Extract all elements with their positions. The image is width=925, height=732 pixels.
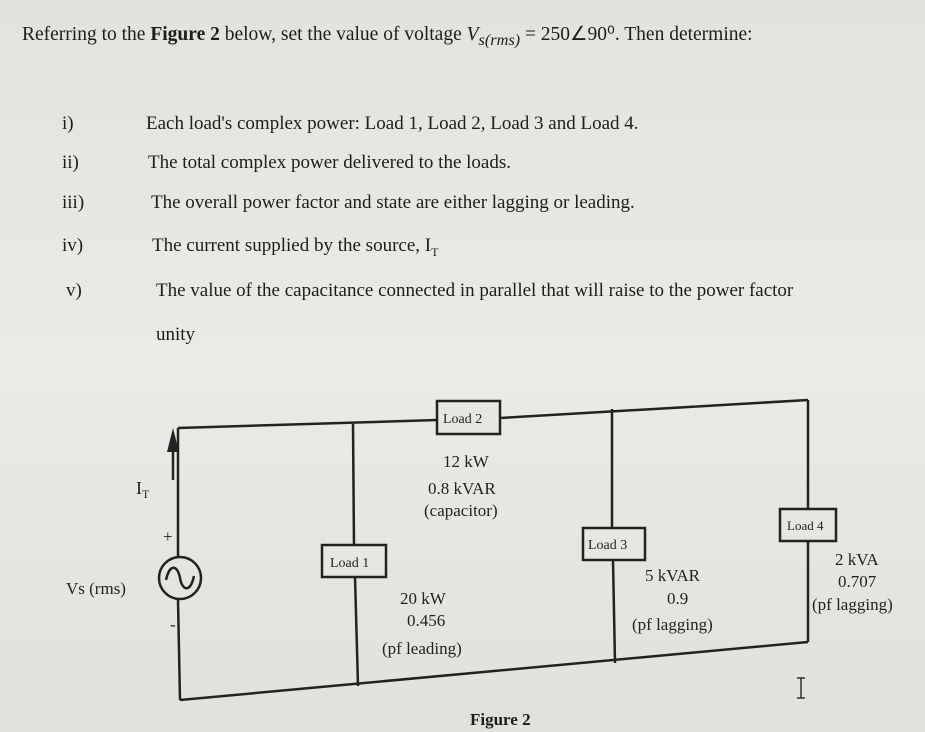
voltage-value: = 250∠90⁰ <box>520 24 615 45</box>
spec-line: 20 kW <box>400 589 447 608</box>
text-cursor-icon <box>797 677 805 699</box>
question-text: The overall power factor and state are e… <box>151 192 635 213</box>
minus-sign: - <box>170 615 176 634</box>
branch-1-bottom <box>353 576 360 687</box>
figure-caption: Figure 2 <box>470 710 531 729</box>
wire-top-right <box>499 398 809 420</box>
plus-sign: + <box>163 527 173 546</box>
question-text: The total complex power delivered to the… <box>148 152 511 173</box>
load-4-box: Load 4 <box>778 507 838 543</box>
load-2-specs: 12 kW 0.8 kVAR (capacitor) <box>424 452 498 520</box>
spec-line: 0.707 <box>838 572 877 591</box>
load-3-box: Load 3 <box>581 526 647 562</box>
wire-left-bottom <box>176 599 182 701</box>
intro-text: below, set the value of voltage <box>219 24 467 45</box>
load-name: Load 4 <box>787 518 824 533</box>
load-1-specs: 20 kW 0.456 (pf leading) <box>382 589 462 658</box>
current-label: IT <box>136 478 150 501</box>
spec-line: (pf lagging) <box>632 615 713 634</box>
voltage-symbol: V <box>466 24 479 45</box>
spec-line: (capacitor) <box>424 501 498 520</box>
branch-1-top <box>351 423 356 548</box>
question-number: v) <box>66 280 82 301</box>
problem-intro: Referring to the Figure 2 below, set the… <box>22 22 753 50</box>
spec-line: (pf leading) <box>382 639 462 658</box>
load-3-specs: 5 kVAR 0.9 (pf lagging) <box>632 566 713 634</box>
spec-line: 0.9 <box>667 589 688 608</box>
load-name: Load 2 <box>443 412 482 427</box>
voltage-subscript: s(rms) <box>478 30 521 49</box>
source-label: Vs (rms) <box>66 579 126 598</box>
load-name: Load 3 <box>588 538 627 553</box>
question-text: The value of the capacitance connected i… <box>156 280 794 301</box>
spec-line: 0.456 <box>407 611 445 630</box>
question-text-continued: unity <box>156 324 196 345</box>
circuit-wires <box>171 398 810 702</box>
question-number: iii) <box>62 192 85 213</box>
intro-text: Referring to the <box>22 24 151 45</box>
load-2-box: Load 2 <box>435 399 502 436</box>
question-text: Each load's complex power: Load 1, Load … <box>146 113 639 134</box>
question-number: iv) <box>62 235 84 256</box>
wire-bottom <box>179 640 809 702</box>
spec-line: 0.8 kVAR <box>428 479 496 498</box>
spec-line: (pf lagging) <box>812 595 893 614</box>
spec-line: 12 kW <box>443 452 490 471</box>
question-text: The current supplied by the source, I <box>152 235 432 256</box>
branch-3-bottom <box>611 559 617 664</box>
load-name: Load 1 <box>330 556 369 571</box>
question-number: i) <box>62 113 74 134</box>
spec-line: 2 kVA <box>835 550 879 569</box>
question-subscript: T <box>431 244 439 259</box>
intro-text: . Then determine: <box>614 24 753 45</box>
figure-reference: Figure 2 <box>150 24 220 45</box>
wire-top-left <box>177 418 438 430</box>
current-arrow-icon <box>167 428 179 452</box>
question-number: ii) <box>62 152 79 173</box>
load-1-box: Load 1 <box>320 543 388 579</box>
load-4-specs: 2 kVA 0.707 (pf lagging) <box>812 550 893 614</box>
ac-source-icon <box>157 555 203 601</box>
spec-line: 5 kVAR <box>645 566 701 585</box>
